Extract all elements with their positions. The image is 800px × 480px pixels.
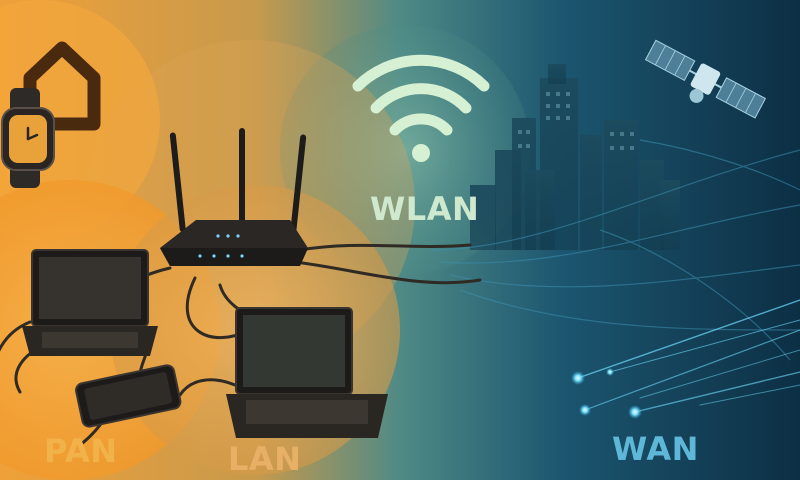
wlan-label: WLAN [370, 190, 480, 228]
pan-label: PAN [44, 432, 118, 470]
skyline-windows [518, 92, 634, 150]
fiber-streaks [577, 299, 800, 413]
satellite-icon [644, 39, 767, 119]
fiber-glow-points [571, 368, 642, 419]
smartwatch-icon [1, 88, 55, 188]
wlan-zone [280, 25, 530, 275]
lan-label: LAN [228, 440, 302, 478]
router-icon [160, 128, 308, 266]
laptop-icon [226, 307, 388, 438]
wifi-dot [412, 144, 430, 162]
smartphone-icon [75, 364, 182, 428]
wifi-icon [352, 54, 490, 136]
wan-links [429, 139, 800, 361]
laptop-icon [22, 249, 158, 356]
wan-label: WAN [612, 430, 699, 468]
